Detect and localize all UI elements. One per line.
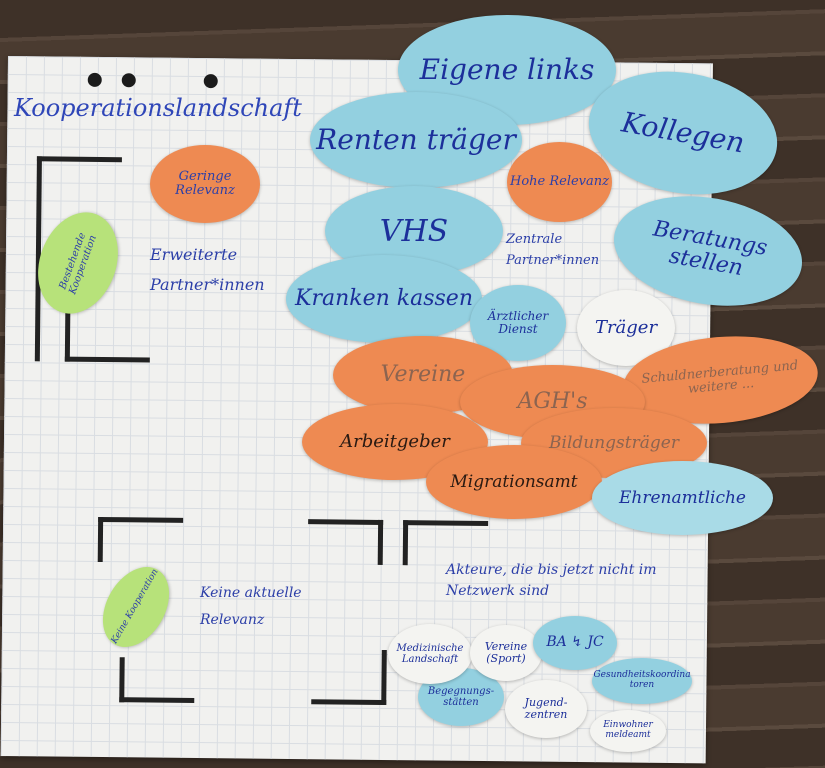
punch-hole (87, 72, 102, 87)
sticker-vereine: Vereine (333, 336, 513, 414)
sticker-vereine-sport: Vereine (Sport) (470, 625, 542, 681)
sticker-ba-jc: BA ↯ JC (533, 616, 617, 670)
sticker-migrationsamt: Migrationsamt (426, 445, 602, 519)
label-no-current-relevance: Keine aktuelle Relevanz (200, 585, 302, 628)
sticker-medizinische-landschaft: Medizinische Landschaft (388, 624, 472, 684)
sticker-low-relevance: Geringe Relevanz (150, 145, 260, 223)
sticker-rententraeger: Renten träger (310, 92, 522, 188)
sticker-gesundheitskoordinatoren: Gesundheitskoordinatoren (592, 658, 692, 704)
quadrant-bracket (97, 516, 184, 563)
quadrant-bracket (119, 657, 195, 703)
quadrant-bracket (311, 649, 387, 705)
sticker-krankenkassen: Kranken kassen (286, 255, 482, 343)
label-actors-not-in-network: Akteure, die bis jetzt nicht im Netzwerk… (446, 562, 657, 599)
quadrant-bracket (307, 519, 384, 565)
label-central-partners: Zentrale Partner*innen (506, 232, 600, 268)
punch-hole (121, 73, 136, 88)
board-title: Kooperationslandschaft (14, 94, 302, 122)
sticker-ehrenamtliche: Ehrenamtliche (592, 461, 773, 535)
sticker-einwohnermeldeamt: Einwohner meldeamt (590, 710, 666, 752)
sticker-high-relevance: Hohe Relevanz (507, 142, 612, 222)
label-extended-partners: Erweiterte Partner*innen (150, 245, 265, 295)
punch-hole (203, 74, 218, 89)
sticker-jugendzentren: Jugend-zentren (505, 680, 587, 738)
